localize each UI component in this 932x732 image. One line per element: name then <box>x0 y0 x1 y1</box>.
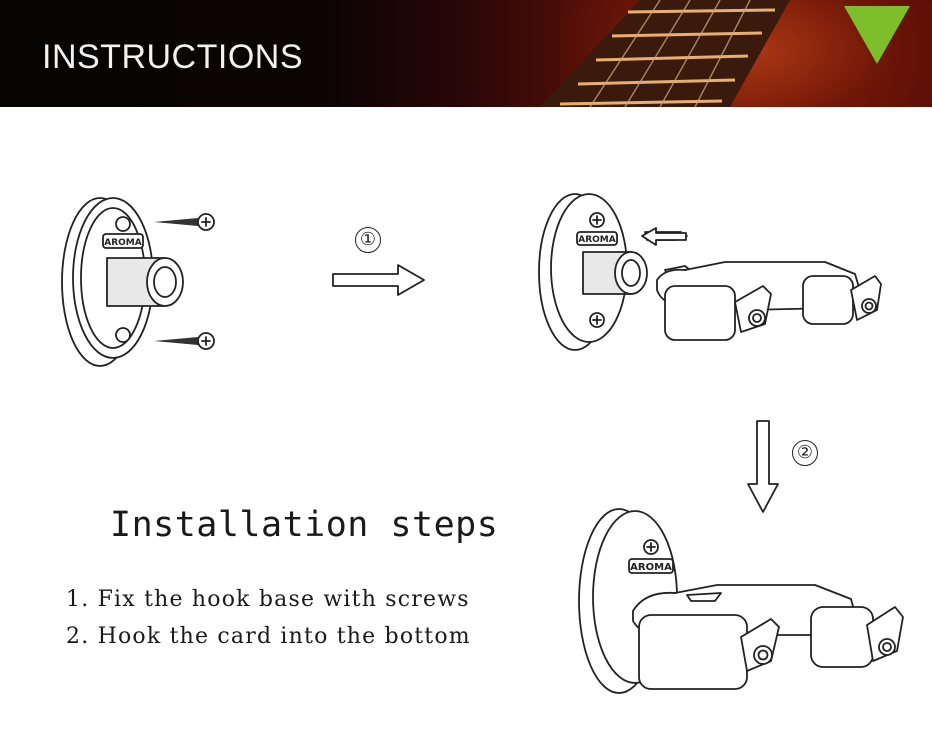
screw-top-icon <box>154 213 215 231</box>
down-arrow-icon <box>747 420 779 513</box>
instruction-item-1: 1. Fix the hook base with screws <box>66 587 470 612</box>
down-triangle-icon <box>844 6 910 64</box>
banner-title: INSTRUCTIONS <box>42 38 303 76</box>
instructions-banner: INSTRUCTIONS <box>0 0 932 107</box>
right-arrow-icon <box>332 264 425 296</box>
guitar-fretboard-image <box>540 0 790 107</box>
screw-bottom-icon <box>154 332 215 350</box>
left-arrow-icon <box>641 227 687 246</box>
hook-base-illustration: AROMA <box>61 197 184 367</box>
installation-heading: Installation steps <box>110 505 499 545</box>
step-1-marker: ① <box>355 227 381 253</box>
aroma-logo: AROMA <box>104 238 142 248</box>
hook-insert-illustration: AROMA <box>538 193 882 351</box>
svg-text:AROMA: AROMA <box>578 235 616 245</box>
step-2-marker: ② <box>792 440 818 466</box>
svg-text:AROMA: AROMA <box>630 562 672 573</box>
assembled-hook-illustration: AROMA <box>578 508 904 694</box>
instruction-item-2: 2. Hook the card into the bottom <box>66 624 471 649</box>
